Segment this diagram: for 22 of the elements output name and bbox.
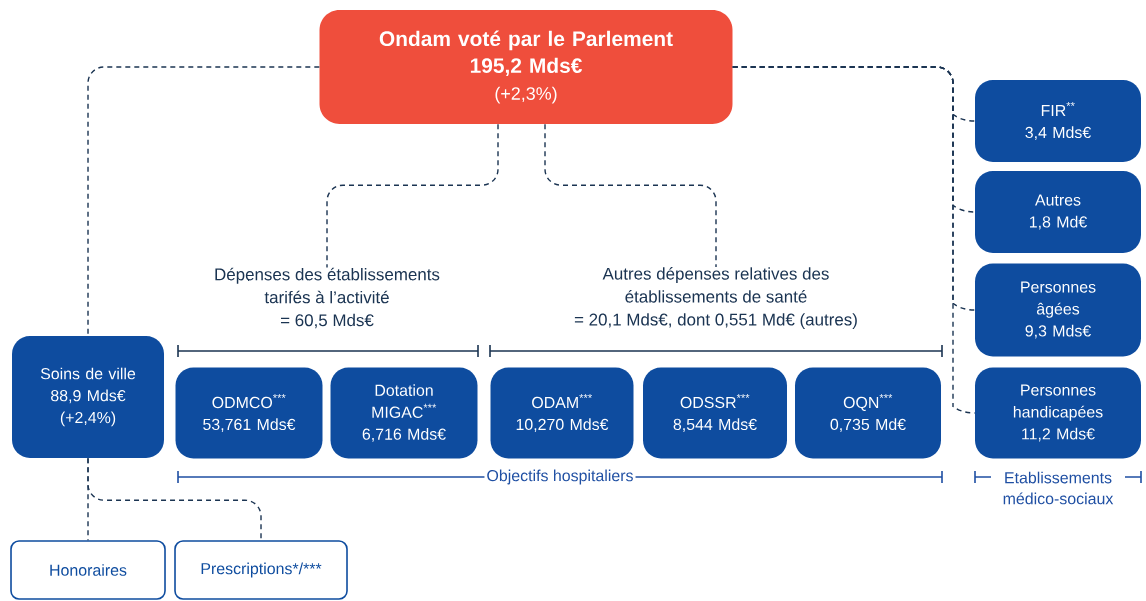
budget-box: ODAM$^{***}$ 10,270 Mds€ — [490, 367, 634, 459]
budget-box: OQN$^{***}$ 0,735 Md€ — [795, 367, 941, 459]
group-heading: Autres dépenses relatives des établissements de santé = 20,1 Mds€, dont 0,551 Md€ (autres) — [574, 267, 857, 329]
budget-box: Autres 1,8 Md€ — [975, 171, 1141, 253]
category-box: Prescriptions*/*** — [174, 540, 348, 600]
budget-box: Dotation MIGAC$^{***}$ 6,716 Mds€ — [330, 367, 478, 459]
budget-box: Personnes âgées 9,3 Mds€ — [975, 263, 1141, 357]
bracket-label: Objectifs hospitaliers — [484, 467, 636, 487]
total-box: Ondam voté par le Parlement 195,2 Mds€ (+2,3%) — [319, 10, 733, 124]
budget-box: Soins de ville 88,9 Mds€ (+2,4%) — [12, 336, 164, 458]
bracket-label: Etablissements médico-sociaux — [991, 469, 1125, 507]
category-box: Honoraires — [10, 540, 166, 600]
connector — [87, 66, 320, 337]
budget-box: Personnes handicapées 11,2 Mds€ — [975, 367, 1141, 459]
connector — [732, 66, 976, 414]
group-heading: Dépenses des établissements tarifés à l’activité = 60,5 Mds€ — [215, 267, 440, 329]
connector — [544, 123, 717, 268]
connector — [326, 123, 499, 269]
budget-box: ODSSR$^{***}$ 8,544 Mds€ — [643, 367, 787, 459]
budget-box: ODMCO$^{***}$ 53,761 Mds€ — [175, 367, 323, 459]
connector — [87, 457, 262, 541]
budget-box: FIR$^{**}$ 3,4 Mds€ — [975, 80, 1141, 162]
